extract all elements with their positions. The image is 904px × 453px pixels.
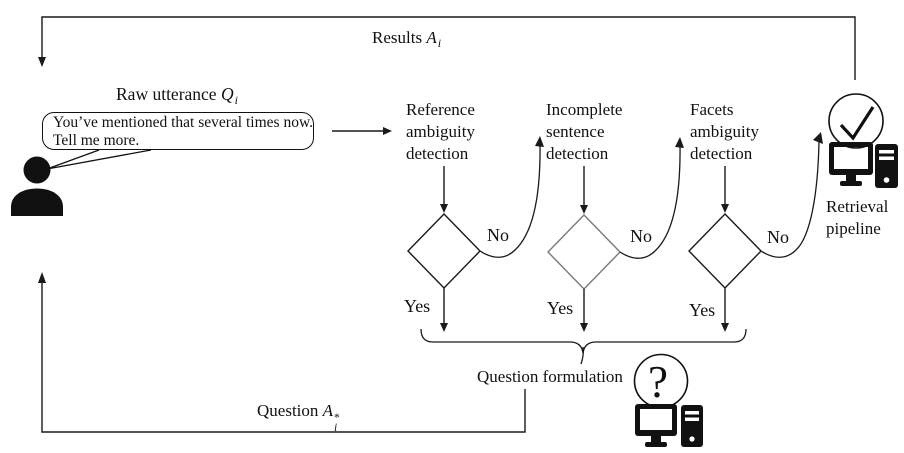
question-formulation-label: Question formulation bbox=[477, 367, 623, 386]
module1-line1: Reference bbox=[406, 100, 475, 119]
raw-utterance-subscript: i bbox=[234, 93, 238, 107]
question-out-label: Question A*i bbox=[257, 400, 340, 433]
arrowhead-utterance bbox=[383, 127, 392, 135]
question-out-superscript: * bbox=[334, 412, 340, 424]
no1-curve bbox=[479, 141, 541, 258]
arrowhead-no3 bbox=[813, 132, 823, 144]
module2-line2: sentence bbox=[546, 122, 605, 141]
results-feedback-line bbox=[41, 16, 856, 80]
arrowhead-yes1 bbox=[440, 323, 448, 332]
results-text: Results bbox=[372, 28, 427, 47]
check-circle bbox=[828, 93, 884, 149]
yes-label-3: Yes bbox=[689, 300, 716, 320]
decision-diamond-3 bbox=[688, 212, 762, 290]
module-label-reference: Reference ambiguity detection bbox=[406, 99, 475, 165]
question-out-subscript: i bbox=[334, 421, 338, 434]
arrowhead-up-to-user bbox=[38, 272, 46, 283]
retrieval-line2: pipeline bbox=[826, 219, 881, 238]
retrieval-pipeline-label: Retrieval pipeline bbox=[826, 196, 888, 240]
decision-diamond-1 bbox=[407, 212, 481, 290]
person-icon bbox=[11, 156, 63, 216]
arrowhead-no2 bbox=[675, 137, 684, 148]
module-label-facets: Facets ambiguity detection bbox=[690, 99, 759, 165]
question-out-supsub: *i bbox=[334, 412, 340, 434]
question-feedback-line bbox=[41, 283, 526, 433]
results-label: Results Ai bbox=[372, 27, 441, 50]
raw-utterance-title: Raw utterance Qi bbox=[116, 83, 238, 107]
speech-bubble-line2: Tell me more. bbox=[53, 131, 140, 149]
no-label-1: No bbox=[487, 225, 509, 245]
module1-line2: ambiguity bbox=[406, 122, 475, 141]
checkmark-icon bbox=[839, 106, 875, 141]
decision-diamond-2 bbox=[547, 213, 621, 291]
module-label-incomplete: Incomplete sentence detection bbox=[546, 99, 622, 165]
speech-bubble-line1: You’ve mentioned that several times now. bbox=[53, 114, 314, 131]
arrowhead-no1 bbox=[535, 136, 544, 147]
no-label-3: No bbox=[767, 227, 789, 247]
retrieval-line1: Retrieval bbox=[826, 197, 889, 216]
collect-brace-pointer bbox=[580, 346, 585, 365]
module2-line3: detection bbox=[546, 144, 609, 163]
question-formulation-computer-icon bbox=[635, 404, 703, 447]
module3-line1: Facets bbox=[690, 100, 734, 119]
raw-utterance-text: Raw utterance bbox=[116, 84, 221, 104]
speech-bubble-tail bbox=[46, 149, 152, 170]
results-symbol: A bbox=[426, 28, 437, 47]
arrowhead-module1 bbox=[440, 204, 448, 213]
yes-label-2: Yes bbox=[547, 298, 574, 318]
question-circle bbox=[633, 353, 689, 409]
speech-bubble: You’ve mentioned that several times now.… bbox=[42, 112, 314, 150]
no2-curve bbox=[619, 142, 681, 259]
question-out-text: Question bbox=[257, 401, 323, 420]
no3-curve bbox=[760, 140, 820, 258]
no-label-2: No bbox=[630, 226, 652, 246]
question-out-symbol: A bbox=[322, 401, 334, 420]
arrowhead-yes2 bbox=[580, 323, 588, 332]
results-subscript: i bbox=[437, 36, 442, 50]
module2-line1: Incomplete bbox=[546, 100, 623, 119]
arrowhead-module2 bbox=[580, 205, 588, 214]
raw-utterance-symbol: Q bbox=[220, 84, 234, 104]
module1-line3: detection bbox=[406, 144, 469, 163]
question-mark-icon: ? bbox=[648, 357, 668, 407]
retrieval-computer-icon bbox=[829, 142, 898, 188]
arrowhead-down-to-user bbox=[38, 57, 46, 67]
arrowhead-module3 bbox=[721, 204, 729, 213]
module3-line3: detection bbox=[690, 144, 753, 163]
module3-line2: ambiguity bbox=[690, 122, 759, 141]
yes-label-1: Yes bbox=[404, 296, 431, 316]
arrowhead-yes3 bbox=[721, 323, 729, 332]
